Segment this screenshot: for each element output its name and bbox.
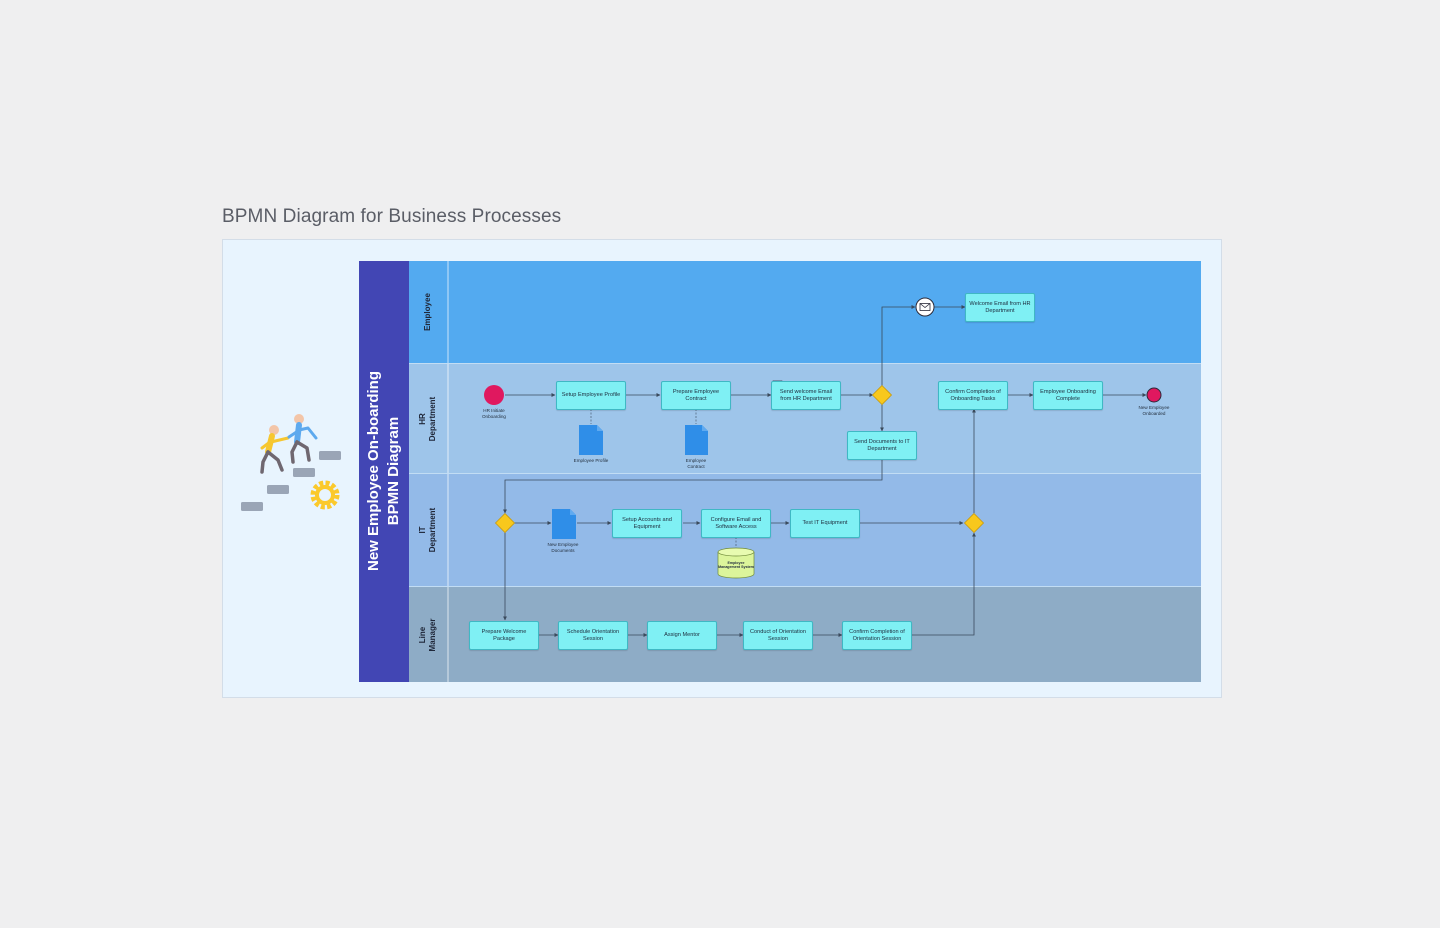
task-configure-email[interactable]: Configure Email and Software Access xyxy=(701,509,771,538)
start-event[interactable] xyxy=(484,385,504,405)
task-send-welcome-email[interactable]: Send welcome Email from HR Department xyxy=(771,381,841,410)
document-icon xyxy=(579,425,603,455)
lane-employee[interactable]: Employee xyxy=(409,261,1201,363)
task-confirm-onboarding-tasks[interactable]: Confirm Completion of Onboarding Tasks xyxy=(938,381,1008,410)
gear-icon xyxy=(310,480,340,510)
label-employee-management-system: Employee Management System xyxy=(718,561,754,570)
task-send-documents-to-it[interactable]: Send Documents to IT Department xyxy=(847,431,917,460)
association-lines xyxy=(590,409,737,548)
task-schedule-orientation[interactable]: Schedule Orientation Session xyxy=(558,621,628,650)
task-setup-employee-profile[interactable]: Setup Employee Profile xyxy=(556,381,626,410)
document-icon xyxy=(552,509,576,539)
pool-header xyxy=(359,261,409,682)
document-icon xyxy=(685,425,708,455)
label-new-employee-onboarded: New Employee Onboarded xyxy=(1138,405,1170,416)
task-prepare-employee-contract[interactable]: Prepare Employee Contract xyxy=(661,381,731,410)
task-conduct-orientation[interactable]: Conduct of Orientation Session xyxy=(743,621,813,650)
stairs-icon xyxy=(241,451,341,511)
task-setup-accounts[interactable]: Setup Accounts and Equipment xyxy=(612,509,682,538)
page-title: BPMN Diagram for Business Processes xyxy=(222,206,562,227)
task-prepare-welcome-package[interactable]: Prepare Welcome Package xyxy=(469,621,539,650)
task-employee-onboarding-complete[interactable]: Employee Onboarding Complete xyxy=(1033,381,1103,410)
message-event[interactable] xyxy=(915,297,935,317)
gateway-hr[interactable] xyxy=(871,384,893,406)
label-hr-initiates: HR Initiate Onboarding xyxy=(481,408,506,419)
end-event[interactable] xyxy=(1146,387,1162,403)
task-welcome-email-from-hr[interactable]: Welcome Email from HR Department xyxy=(965,293,1035,322)
person-icon xyxy=(260,414,318,474)
task-assign-mentor[interactable]: Assign Mentor xyxy=(647,621,717,650)
sequence-flows xyxy=(503,305,1147,637)
gateway-it-merge[interactable] xyxy=(963,512,985,534)
label-employee-profile: Employee Profile xyxy=(573,458,609,463)
database-icon xyxy=(717,547,755,579)
gateway-it-split[interactable] xyxy=(494,512,516,534)
label-new-employee-documents: New Employee Documents xyxy=(547,542,579,553)
lane-header-employee: Employee xyxy=(409,261,449,363)
label-employee-contract: Employee Contract xyxy=(685,458,707,469)
task-confirm-orientation[interactable]: Confirm Completion of Orientation Sessio… xyxy=(842,621,912,650)
task-test-it-equipment[interactable]: Test IT Equipment xyxy=(790,509,860,538)
